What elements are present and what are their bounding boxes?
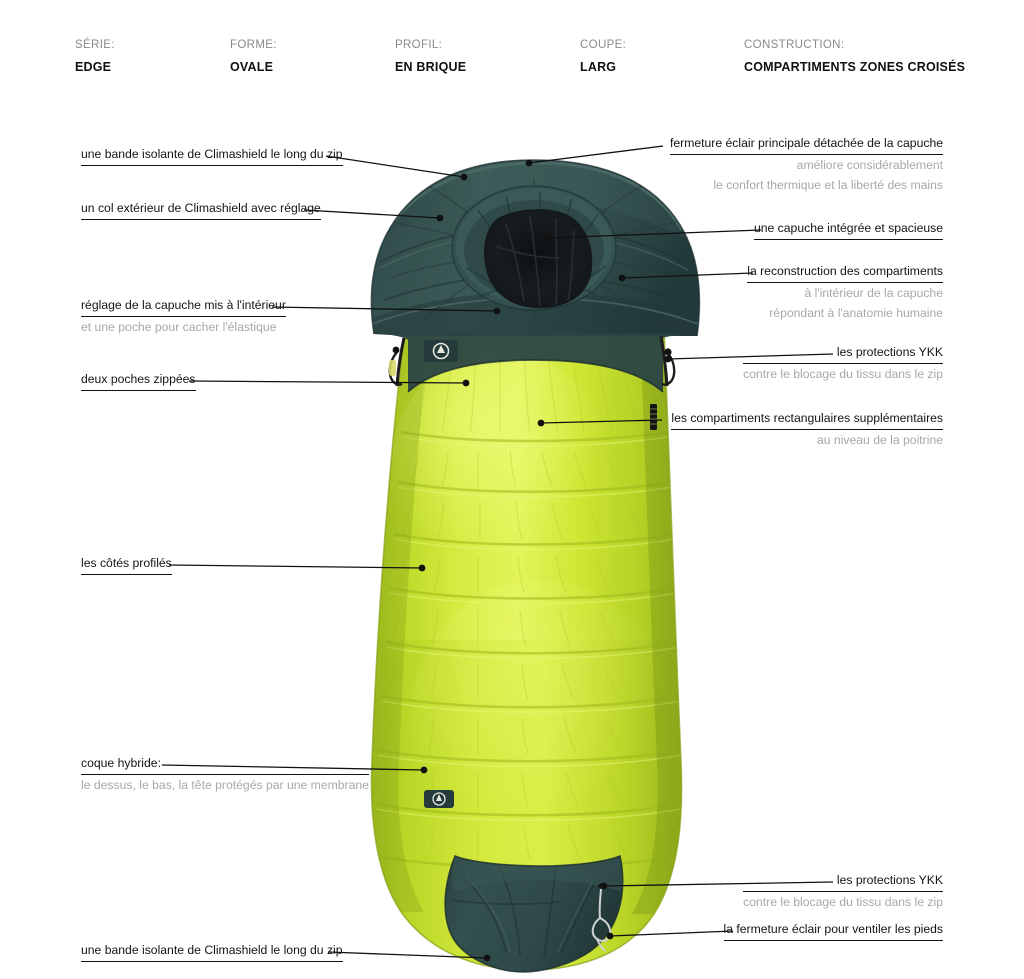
callout-right-4: les compartiments rectangulaires supplém… — [671, 410, 943, 450]
callout-label: les compartiments rectangulaires supplém… — [671, 410, 943, 430]
spec-key: FORME: — [230, 39, 277, 51]
spec-value: OVALE — [230, 60, 274, 74]
callout-subline: contre le blocage du tissu dans le zip — [743, 367, 943, 381]
brand-logo-patch-lower — [424, 790, 454, 808]
callout-label: la reconstruction des compartiments — [747, 263, 943, 283]
leader-right-3-endpoint-dot — [664, 355, 672, 363]
leader-right-1-endpoint-dot — [544, 234, 552, 242]
spec-key: COUPE: — [580, 39, 627, 51]
callout-label: un col extérieur de Climashield avec rég… — [81, 200, 321, 220]
leader-left-0 — [325, 155, 465, 178]
callout-label: fermeture éclair principale détachée de … — [669, 135, 943, 155]
leader-left-6 — [327, 951, 488, 959]
leader-right-4 — [540, 419, 663, 424]
callout-subline: améliore considérablement — [796, 158, 943, 172]
callout-left-2: réglage de la capuche mis à l'intérieur e… — [81, 297, 286, 337]
callout-right-2: la reconstruction des compartiments à l'i… — [747, 263, 943, 323]
spec-block-1: FORME: OVALE — [230, 38, 277, 74]
leader-right-0 — [528, 145, 664, 164]
spec-header: SÉRIE: EDGE FORME: OVALE PROFIL: EN BRIQUE COU… — [0, 0, 1024, 100]
bag-hood-outline — [370, 159, 701, 337]
leader-right-5-endpoint-dot — [600, 882, 608, 890]
callout-label: une bande isolante de Climashield le lon… — [81, 146, 343, 166]
foot-zipper-pull-cord — [591, 883, 612, 952]
leader-left-1-endpoint-dot — [436, 214, 444, 222]
leader-right-0-endpoint-dot — [525, 159, 533, 167]
leader-left-6-endpoint-dot — [483, 954, 491, 962]
callout-label: une bande isolante de Climashield le lon… — [81, 942, 343, 962]
leader-left-1 — [303, 209, 441, 219]
callout-left-4: les côtés profilés — [81, 555, 172, 575]
spec-value: LARG — [580, 60, 617, 74]
callout-right-3: les protections YKK contre le blocage du … — [743, 344, 943, 384]
callout-subline: à l'intérieur de la capuche — [804, 286, 943, 300]
foot-box-outline — [444, 854, 624, 973]
callout-left-3: deux poches zippées — [81, 371, 196, 391]
bag-body — [371, 300, 682, 970]
callout-label: deux poches zippées — [81, 371, 196, 391]
callout-label: la fermeture éclair pour ventiler les pi… — [723, 921, 943, 941]
callout-left-0: une bande isolante de Climashield le lon… — [81, 146, 343, 166]
callout-subline: le confort thermique et la liberté des m… — [713, 178, 943, 192]
callout-label: une capuche intégrée et spacieuse — [753, 220, 943, 240]
callout-label: les protections YKK — [743, 344, 943, 364]
callout-right-6: la fermeture éclair pour ventiler les pi… — [723, 921, 943, 941]
leader-left-5-endpoint-dot — [420, 766, 428, 774]
callout-subline: et une poche pour cacher l'élastique — [81, 320, 277, 334]
callout-right-5: les protections YKK contre le blocage du … — [743, 872, 943, 912]
leader-left-2-endpoint-dot — [493, 307, 501, 315]
leader-left-0-endpoint-dot — [460, 173, 468, 181]
spec-key: PROFIL: — [395, 39, 443, 51]
leader-right-4-endpoint-dot — [537, 419, 545, 427]
brand-logo-patch-shoulder — [424, 340, 458, 362]
spec-block-3: COUPE: LARG — [580, 38, 626, 74]
leader-left-2 — [271, 306, 498, 312]
leader-left-4-endpoint-dot — [418, 564, 426, 572]
bag-hood — [371, 160, 700, 336]
leader-right-2 — [621, 272, 754, 279]
spec-value: COMPARTIMENTS ZONES CROISÉS — [744, 60, 966, 74]
spec-key: CONSTRUCTION: — [744, 39, 845, 51]
spec-value: EN BRIQUE — [395, 60, 467, 74]
bag-body-outline — [370, 301, 683, 971]
zipper-left — [388, 337, 406, 387]
callout-subline: le dessus, le bas, la tête protégés par … — [81, 778, 369, 792]
leader-left-3-endpoint-dot — [462, 379, 470, 387]
hood-opening — [451, 185, 617, 311]
spec-block-0: SÉRIE: EDGE — [75, 38, 115, 74]
callout-subline: répondant à l'anatomie humaine — [769, 306, 943, 320]
leader-right-6 — [609, 930, 734, 937]
leader-left-4 — [168, 564, 423, 569]
spec-block-4: CONSTRUCTION: COMPARTIMENTS ZONES CROISÉS — [744, 38, 965, 74]
callout-left-1: un col extérieur de Climashield avec rég… — [81, 200, 321, 220]
leader-right-1 — [547, 229, 762, 239]
callout-label: les côtés profilés — [81, 555, 172, 575]
callout-right-0: fermeture éclair principale détachée de … — [669, 135, 943, 195]
callout-left-6: une bande isolante de Climashield le lon… — [81, 942, 343, 962]
callout-label: coque hybride: — [81, 755, 369, 775]
hood-body-junction — [374, 332, 698, 392]
callout-right-1: une capuche intégrée et spacieuse — [753, 220, 943, 240]
callout-label: réglage de la capuche mis à l'intérieur — [81, 297, 286, 317]
spec-value: EDGE — [75, 60, 112, 74]
leader-right-6-endpoint-dot — [606, 932, 614, 940]
bag-foot-box — [445, 856, 623, 972]
spec-block-2: PROFIL: EN BRIQUE — [395, 38, 466, 74]
spec-key: SÉRIE: — [75, 39, 115, 51]
callout-label: les protections YKK — [743, 872, 943, 892]
callout-subline: contre le blocage du tissu dans le zip — [743, 895, 943, 909]
callout-subline: au niveau de la poitrine — [816, 433, 943, 447]
leader-left-3 — [188, 380, 467, 384]
callout-left-5: coque hybride: le dessus, le bas, la tête… — [81, 755, 369, 795]
leader-right-2-endpoint-dot — [618, 274, 626, 282]
